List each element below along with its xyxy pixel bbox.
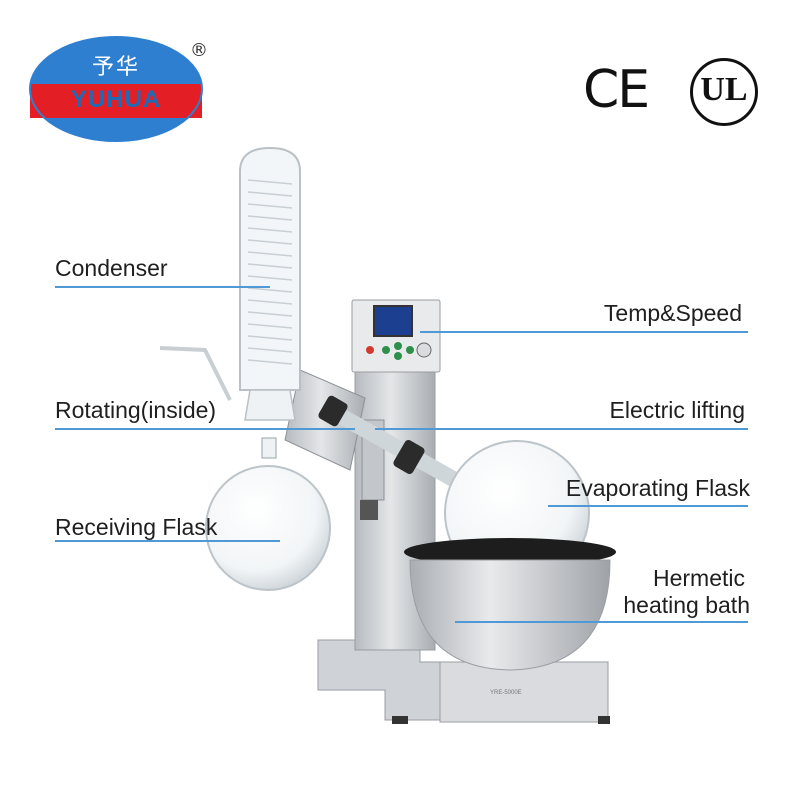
receiving-flask (205, 465, 331, 591)
yuhua-logo-icon: 予华 YUHUA (28, 34, 204, 144)
bath-base (439, 661, 609, 723)
leader-temp-speed (420, 331, 748, 333)
brand-name-cn: 予华 (91, 55, 140, 80)
ul-mark-text: UL (700, 71, 748, 108)
brand-name-en: YUHUA (70, 86, 162, 113)
label-evaporating-flask: Evaporating Flask (565, 475, 750, 501)
leader-rotating (55, 428, 355, 430)
ce-mark-icon: CE (583, 60, 650, 120)
bath-rim (404, 538, 616, 566)
label-heating-bath-2: heating bath (623, 592, 750, 618)
label-rotating: Rotating(inside) (55, 397, 217, 423)
display-screen (373, 305, 413, 337)
leader-electric-lifting (375, 428, 748, 430)
heating-bath (409, 559, 611, 671)
leader-receiving-flask (55, 540, 280, 542)
label-condenser: Condenser (55, 255, 168, 281)
condenser (239, 146, 301, 391)
label-heating-bath-1: Hermetic (652, 565, 745, 591)
label-temp-speed: Temp&Speed (603, 300, 742, 326)
label-electric-lifting: Electric lifting (609, 397, 745, 423)
leader-condenser (55, 286, 270, 288)
model-tag: YRE-5000E (490, 690, 522, 696)
leader-heating-bath (455, 621, 748, 623)
leader-evaporating-flask (548, 505, 748, 507)
registered-mark: ® (190, 40, 208, 61)
ul-mark-icon: UL (690, 58, 758, 126)
label-receiving-flask: Receiving Flask (55, 514, 218, 540)
